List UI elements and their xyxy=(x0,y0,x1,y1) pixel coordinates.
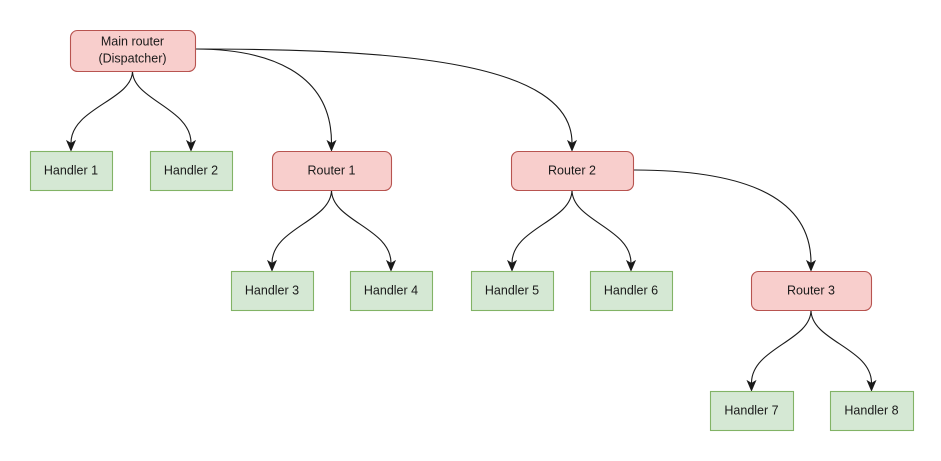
node-handler-4[interactable]: Handler 4 xyxy=(349,270,434,312)
edge-line xyxy=(131,70,192,144)
node-handler-3[interactable]: Handler 3 xyxy=(230,270,315,312)
edge-line xyxy=(271,189,333,264)
edge-connector xyxy=(194,48,337,152)
node-box[interactable] xyxy=(829,390,915,432)
arrowhead-icon xyxy=(385,259,397,272)
edge-line xyxy=(194,48,333,144)
edge-line xyxy=(810,309,873,384)
arrowhead-icon xyxy=(866,379,877,392)
node-box[interactable] xyxy=(69,29,197,73)
edge-connector xyxy=(746,309,812,392)
arrowhead-icon xyxy=(746,379,757,392)
arrowhead-icon xyxy=(326,139,337,152)
node-handler-2[interactable]: Handler 2 xyxy=(149,150,234,192)
arrowhead-icon xyxy=(65,139,77,152)
node-box[interactable] xyxy=(29,150,114,192)
edges-layer xyxy=(65,48,877,392)
node-handler-1[interactable]: Handler 1 xyxy=(29,150,114,192)
node-router-3[interactable]: Router 3 xyxy=(750,270,873,312)
nodes-layer: Main router(Dispatcher) Handler 1 Handler … xyxy=(29,29,915,432)
node-box[interactable] xyxy=(149,150,234,192)
edge-line xyxy=(571,189,632,264)
node-router-2[interactable]: Router 2 xyxy=(510,150,635,192)
node-handler-6[interactable]: Handler 6 xyxy=(589,270,674,312)
edge-connector xyxy=(810,309,877,392)
node-router-1[interactable]: Router 1 xyxy=(271,150,393,192)
arrowhead-icon xyxy=(506,259,518,272)
node-box[interactable] xyxy=(589,270,674,312)
arrowhead-icon xyxy=(805,259,817,272)
edge-connector xyxy=(131,70,197,152)
arrowhead-icon xyxy=(566,139,578,152)
edge-line xyxy=(632,169,812,264)
node-main-router[interactable]: Main router(Dispatcher) xyxy=(69,29,197,73)
edge-line xyxy=(70,70,134,144)
edge-connector xyxy=(506,189,573,272)
edge-line xyxy=(511,189,573,264)
node-box[interactable] xyxy=(271,150,393,192)
node-box[interactable] xyxy=(510,150,635,192)
edge-connector xyxy=(194,48,578,152)
node-box[interactable] xyxy=(709,390,795,432)
node-handler-5[interactable]: Handler 5 xyxy=(470,270,555,312)
node-box[interactable] xyxy=(750,270,873,312)
edge-line xyxy=(330,189,392,264)
edge-connector xyxy=(65,70,134,152)
edge-connector xyxy=(571,189,637,272)
node-handler-7[interactable]: Handler 7 xyxy=(709,390,795,432)
node-box[interactable] xyxy=(349,270,434,312)
arrowhead-icon xyxy=(266,259,278,272)
edge-connector xyxy=(632,169,817,272)
edge-line xyxy=(194,48,573,144)
edge-connector xyxy=(330,189,397,272)
arrowhead-icon xyxy=(625,259,637,272)
edge-connector xyxy=(266,189,333,272)
arrowhead-icon xyxy=(185,139,197,152)
node-box[interactable] xyxy=(470,270,555,312)
edge-line xyxy=(750,309,812,384)
node-handler-8[interactable]: Handler 8 xyxy=(829,390,915,432)
node-box[interactable] xyxy=(230,270,315,312)
